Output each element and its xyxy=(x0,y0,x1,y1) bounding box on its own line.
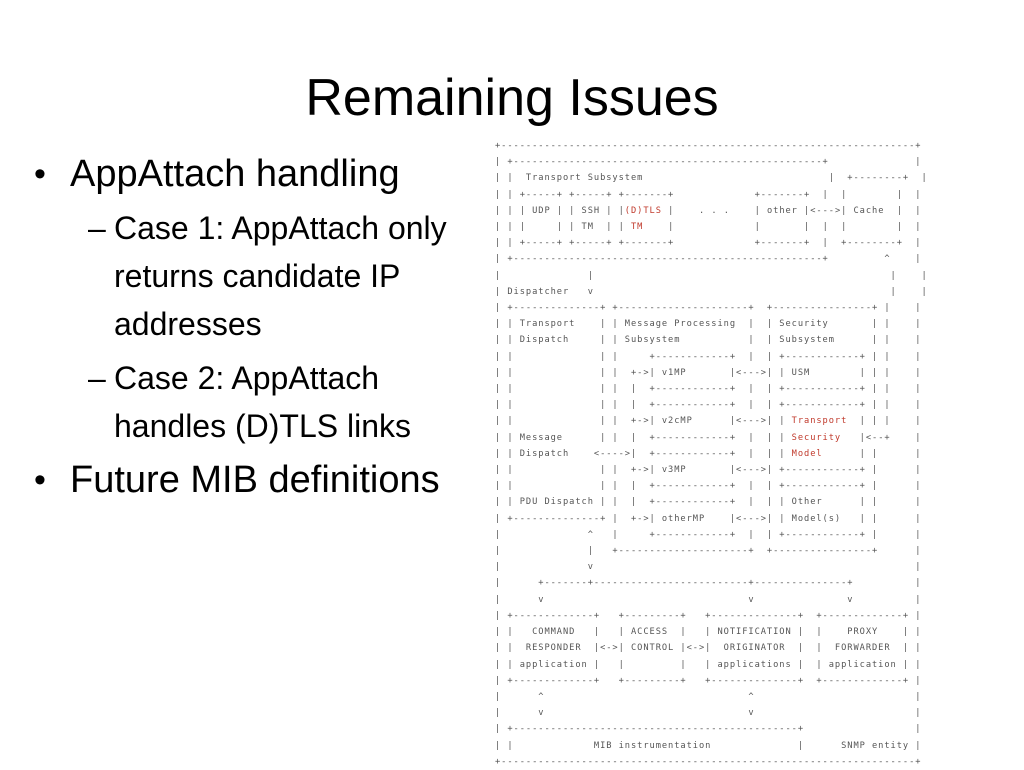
sub-bullet-item: – Case 2: AppAttach handles (D)TLS links xyxy=(28,354,458,450)
bullet-list: • AppAttach handling – Case 1: AppAttach… xyxy=(28,150,458,510)
slide-title: Remaining Issues xyxy=(305,69,719,127)
sub-bullet-text: Case 1: AppAttach only returns candidate… xyxy=(114,210,447,342)
bullet-dot-icon: • xyxy=(34,155,46,193)
sub-bullet-text: Case 2: AppAttach handles (D)TLS links xyxy=(114,360,411,444)
dash-icon: – xyxy=(88,210,106,246)
highlight-text: TM xyxy=(630,222,644,233)
ascii-diagram: +---------------------------------------… xyxy=(495,141,928,767)
bullet-item: • AppAttach handling xyxy=(28,150,458,198)
bullet-text: AppAttach handling xyxy=(70,153,400,195)
sub-bullet-item: – Case 1: AppAttach only returns candida… xyxy=(28,204,458,348)
bullet-text: Future MIB definitions xyxy=(70,459,440,501)
bullet-dot-icon: • xyxy=(34,461,46,499)
dash-icon: – xyxy=(88,360,106,396)
snmp-architecture-diagram: +---------------------------------------… xyxy=(495,138,965,767)
highlight-text: (D)TLS xyxy=(624,205,662,216)
highlight-text: Model xyxy=(791,448,823,459)
highlight-text: Transport xyxy=(791,416,848,427)
highlight-text: Security xyxy=(791,432,842,443)
bullet-item: • Future MIB definitions xyxy=(28,456,458,504)
